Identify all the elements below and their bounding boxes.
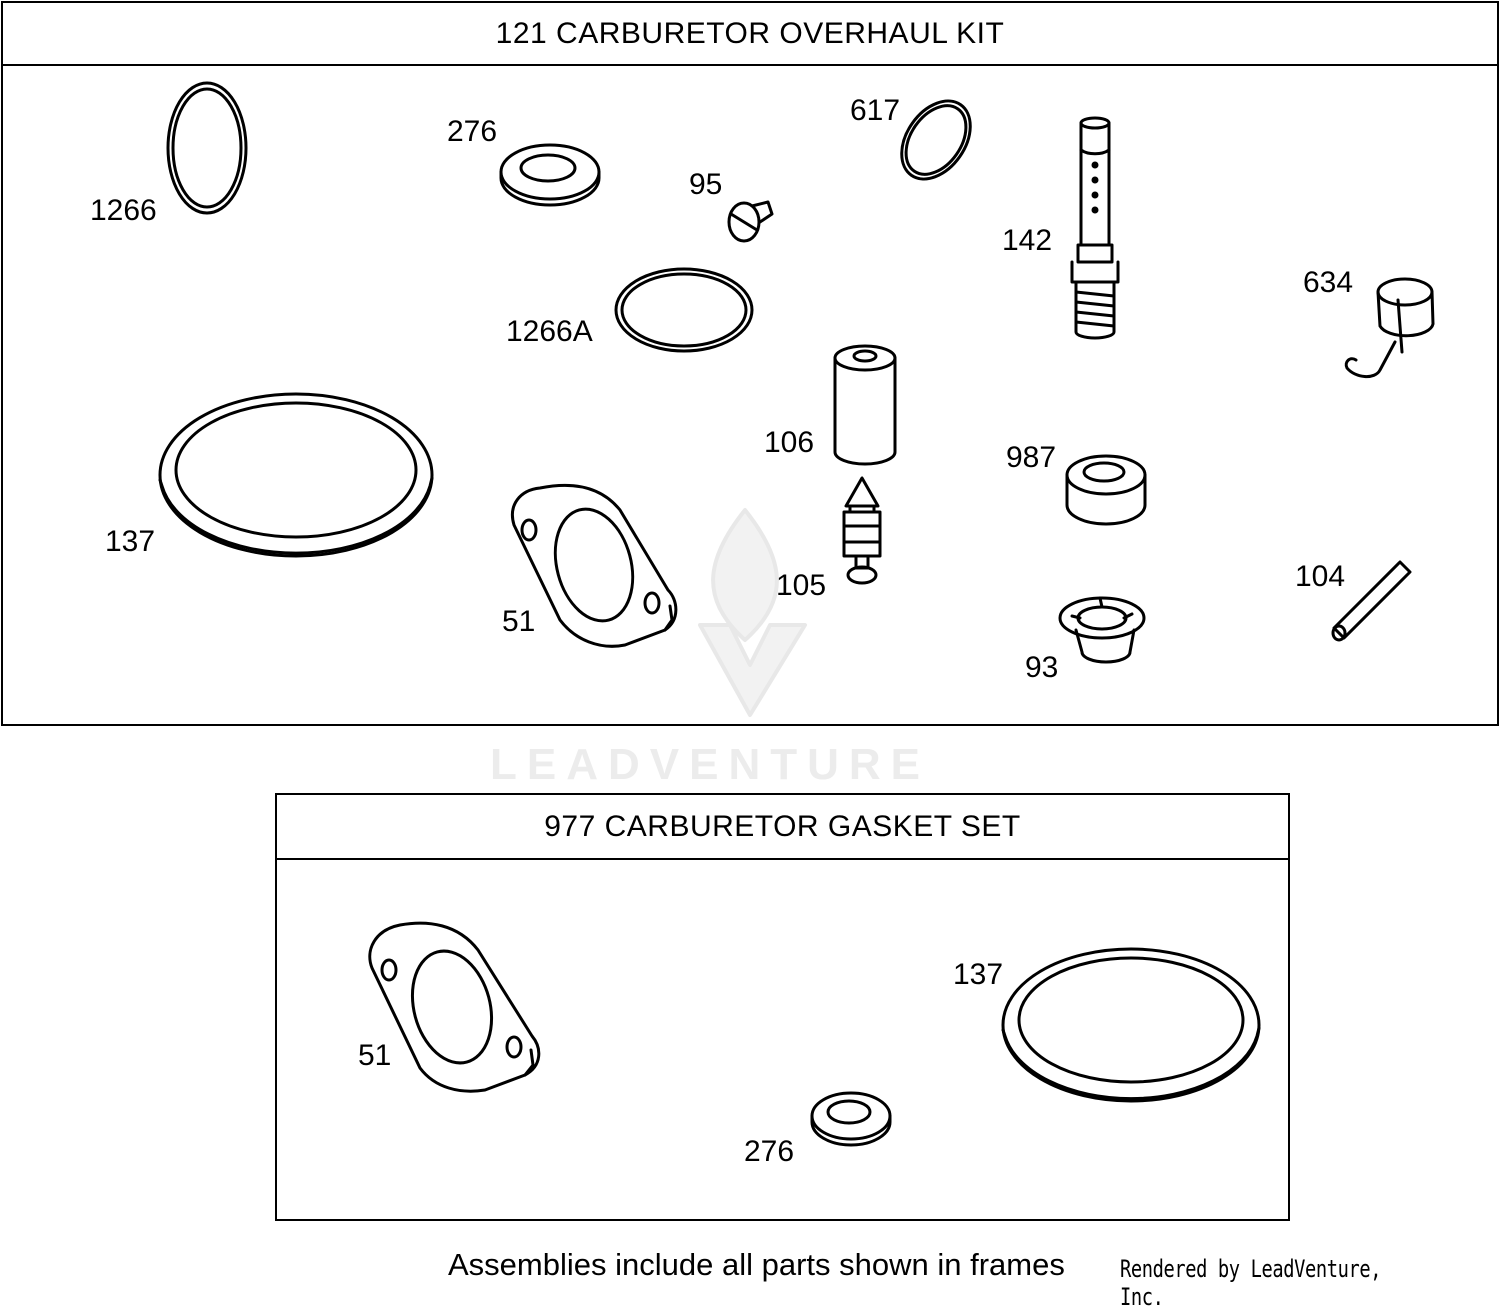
callout-95: 95 <box>689 168 723 201</box>
part-617-o-ring <box>900 99 972 181</box>
callout-1266a: 1266A <box>506 315 593 348</box>
callout-617: 617 <box>850 94 901 127</box>
callout-987: 987 <box>1006 441 1057 474</box>
part-634-spring <box>1344 277 1435 378</box>
callout-93: 93 <box>1025 651 1059 684</box>
callout-276: 276 <box>447 115 498 148</box>
callout-1266: 1266 <box>90 194 157 227</box>
callout-142: 142 <box>1002 224 1053 257</box>
set-part-137-bowl-gasket <box>1001 947 1261 1103</box>
callout-104: 104 <box>1295 560 1346 593</box>
part-142-jet-tube <box>1070 116 1120 340</box>
callout-51: 51 <box>502 605 536 638</box>
part-1266-o-ring <box>166 81 248 215</box>
part-276-washer <box>499 143 601 207</box>
watermark-text: LEADVENTURE <box>490 740 931 789</box>
gasket-set-frame: 977 CARBURETOR GASKET SET <box>275 793 1290 1221</box>
part-93-bushing <box>1058 596 1146 664</box>
part-95-screw <box>727 200 774 243</box>
part-1266a-o-ring <box>614 267 754 353</box>
set-part-51-flange-gasket <box>368 921 541 1093</box>
assemblies-note: Assemblies include all parts shown in fr… <box>448 1247 1065 1282</box>
part-51-flange-gasket <box>511 483 678 648</box>
set-callout-137: 137 <box>953 958 1004 991</box>
part-106-float <box>833 344 897 466</box>
callout-106: 106 <box>764 426 815 459</box>
set-callout-276: 276 <box>744 1135 795 1168</box>
set-part-276-washer <box>810 1091 892 1147</box>
part-105-inlet-needle <box>842 476 882 585</box>
gasket-set-title: 977 CARBURETOR GASKET SET <box>277 795 1288 860</box>
part-987-seat <box>1065 454 1147 526</box>
part-104-float-pin <box>1331 560 1412 642</box>
part-137-bowl-gasket <box>158 392 434 558</box>
overhaul-kit-title: 121 CARBURETOR OVERHAUL KIT <box>3 3 1497 66</box>
set-callout-51: 51 <box>358 1039 392 1072</box>
callout-137: 137 <box>105 525 156 558</box>
callout-634: 634 <box>1303 266 1354 299</box>
overhaul-kit-frame: 121 CARBURETOR OVERHAUL KIT <box>1 1 1499 726</box>
callout-105: 105 <box>776 569 827 602</box>
watermark-logo <box>698 508 807 717</box>
rendered-by-credit: Rendered by LeadVenture, Inc. <box>1120 1255 1382 1311</box>
